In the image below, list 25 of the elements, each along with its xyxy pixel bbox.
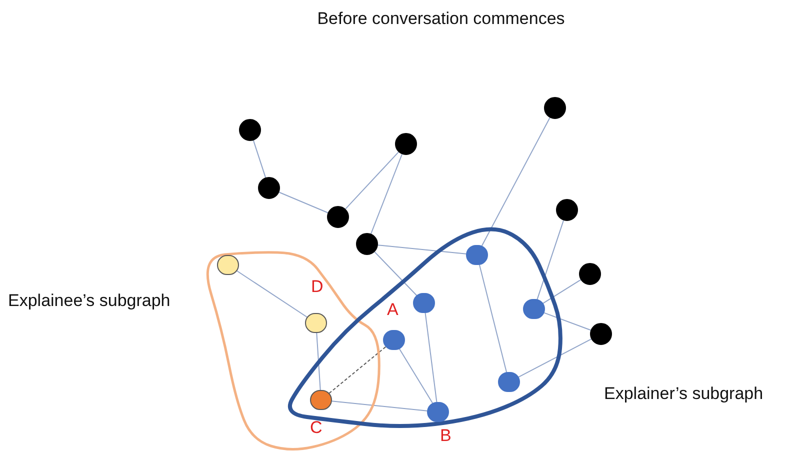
link-line xyxy=(536,220,564,300)
link-line xyxy=(542,279,582,304)
node-letter: D xyxy=(311,278,324,295)
link-line xyxy=(331,400,428,412)
link-line xyxy=(316,332,321,391)
link-line xyxy=(252,140,266,178)
link-line xyxy=(544,312,592,331)
link-line xyxy=(345,152,399,210)
dashed-link-line xyxy=(328,346,386,394)
link-line xyxy=(236,270,308,318)
node-letter: A xyxy=(387,301,398,318)
link-line xyxy=(278,192,328,214)
node-letter: C xyxy=(310,419,322,436)
link-line xyxy=(481,117,550,246)
link-line xyxy=(370,154,402,234)
diagram-title: Before conversation commences xyxy=(316,8,566,30)
link-line xyxy=(424,312,438,403)
link-line xyxy=(478,264,508,373)
link-line xyxy=(398,348,434,404)
link-line xyxy=(518,338,592,378)
subgraph-label: Explainer’s subgraph xyxy=(604,383,764,404)
link-line xyxy=(377,244,467,254)
link-line xyxy=(374,251,418,296)
subgraph-label: Explainee’s subgraph xyxy=(8,290,170,312)
node-letter: B xyxy=(440,427,452,444)
